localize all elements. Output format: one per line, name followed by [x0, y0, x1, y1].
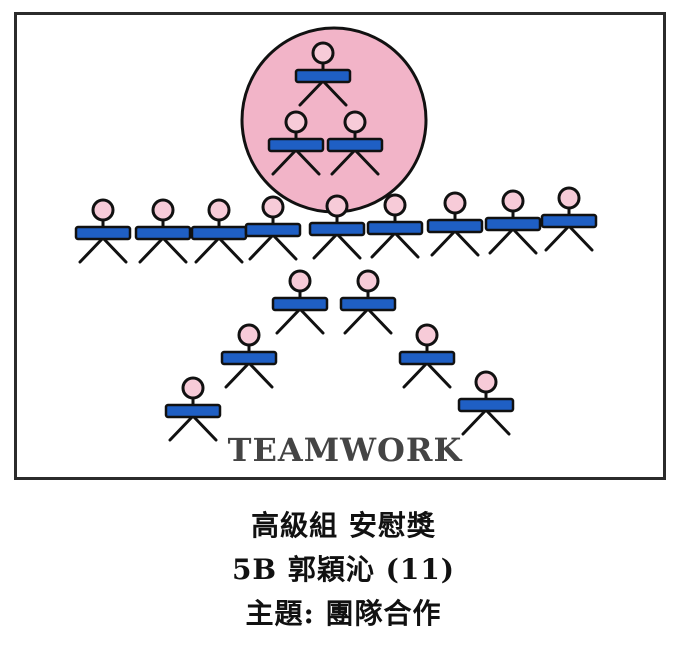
figure-arms	[457, 397, 515, 413]
stick-figure	[366, 193, 424, 259]
stick-figure	[426, 191, 484, 257]
figure-head	[261, 195, 285, 219]
stick-figure	[134, 198, 192, 264]
stick-figure	[484, 189, 542, 255]
figure-arms	[134, 225, 192, 241]
figure-arms	[164, 403, 222, 419]
stick-figure	[271, 269, 329, 335]
figure-arms	[484, 216, 542, 232]
stick-figure	[220, 323, 278, 389]
figure-head	[284, 110, 308, 134]
figure-arms	[220, 350, 278, 366]
figure-arms	[74, 225, 132, 241]
figure-head	[343, 110, 367, 134]
figure-head	[501, 189, 525, 213]
figure-head	[383, 193, 407, 217]
figure-head	[91, 198, 115, 222]
figure-arms	[308, 221, 366, 237]
poster-frame: TEAMWORK	[14, 12, 666, 480]
figure-head	[207, 198, 231, 222]
figure-head	[181, 376, 205, 400]
figure-arms	[244, 222, 302, 238]
figure-head	[557, 186, 581, 210]
figure-head	[474, 370, 498, 394]
stick-figure	[190, 198, 248, 264]
stick-figure	[294, 41, 352, 107]
figure-arms	[326, 137, 384, 153]
figure-head	[311, 41, 335, 65]
figure-arms	[426, 218, 484, 234]
figure-arms	[540, 213, 598, 229]
figure-head	[443, 191, 467, 215]
stick-figure	[540, 186, 598, 252]
figure-head	[415, 323, 439, 347]
stick-figure	[308, 194, 366, 260]
figure-arms	[294, 68, 352, 84]
figure-head	[288, 269, 312, 293]
figure-arms	[267, 137, 325, 153]
award-caption: 高級組 安慰獎	[251, 509, 436, 542]
figure-arms	[366, 220, 424, 236]
stick-figure	[339, 269, 397, 335]
figure-arms	[271, 296, 329, 312]
figure-arms	[398, 350, 456, 366]
figure-arms	[190, 225, 248, 241]
stick-figure	[267, 110, 325, 176]
figure-head	[151, 198, 175, 222]
stick-figure	[326, 110, 384, 176]
stick-figure	[244, 195, 302, 261]
figure-head	[325, 194, 349, 218]
stick-figure	[74, 198, 132, 264]
stick-figure	[164, 376, 222, 442]
figure-arms	[339, 296, 397, 312]
student-caption: 5B 郭穎沁 (11)	[231, 553, 456, 586]
poster-drawing: TEAMWORK	[74, 26, 598, 469]
theme-caption: 主題: 團隊合作	[245, 597, 442, 630]
figure-head	[237, 323, 261, 347]
stick-figure	[398, 323, 456, 389]
stick-figure	[457, 370, 515, 436]
figure-head	[356, 269, 380, 293]
teamwork-slogan: TEAMWORK	[228, 431, 463, 469]
